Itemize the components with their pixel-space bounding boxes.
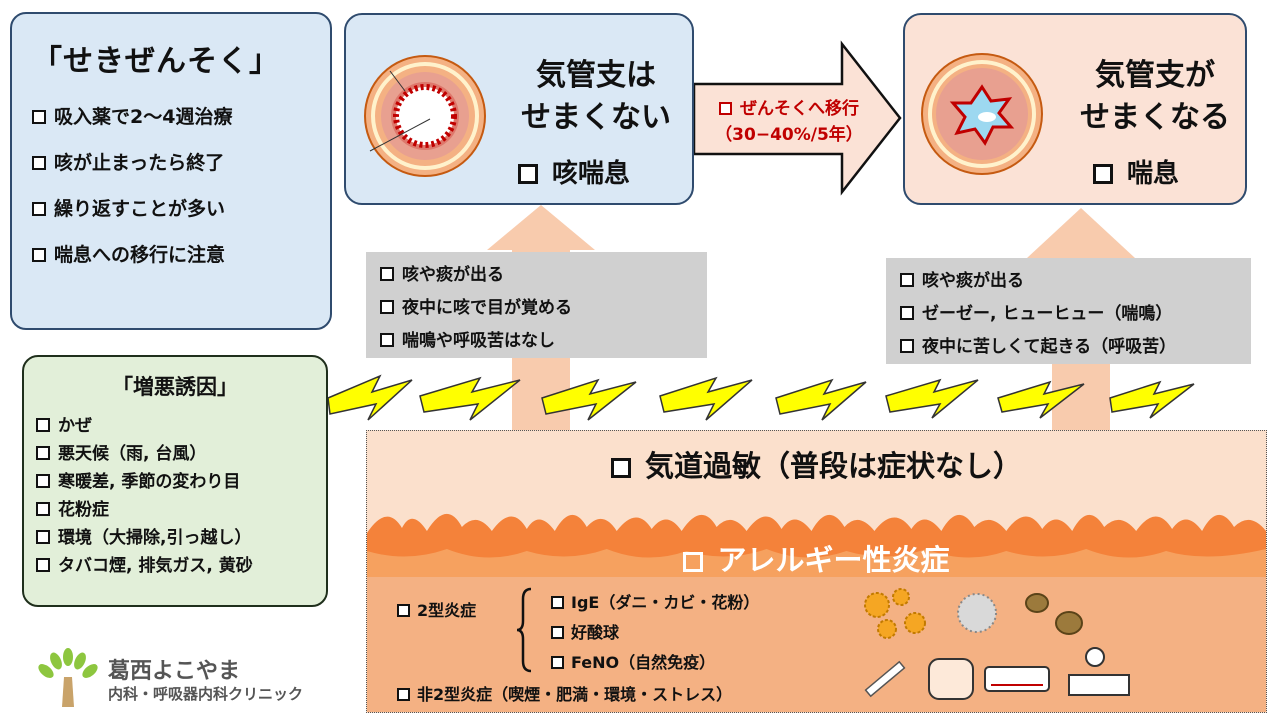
lightning-bolts	[327, 374, 1195, 421]
transition-arrow	[692, 40, 902, 196]
triggers-box: 「増悪誘因」 かぜ 悪天候（雨, 台風） 寒暖差, 季節の変わり目 花粉症 環境…	[22, 355, 328, 607]
non-type2-label: 非2型炎症（喫煙・肥満・環境・ストレス）	[397, 681, 732, 705]
checkbox-icon	[380, 300, 394, 314]
trigger-item: 悪天候（雨, 台風）	[36, 439, 326, 467]
checkbox-icon	[36, 558, 50, 572]
stage-label: 咳喘息	[518, 153, 630, 190]
cough-asthma-title: 「せきぜんそく」	[32, 44, 280, 79]
type2-item: 好酸球	[551, 619, 619, 643]
normal-bronchus-icon	[364, 55, 486, 177]
checkbox-icon	[32, 110, 46, 124]
stage-title: 気管支は せまくない	[521, 58, 671, 135]
pollen-icon	[864, 588, 926, 639]
stage-title: 気管支が せまくなる	[1080, 58, 1230, 135]
checkbox-icon	[610, 458, 631, 478]
checkbox-icon	[518, 164, 538, 184]
dust-mite-icon	[1025, 593, 1083, 635]
checkbox-icon	[900, 339, 914, 353]
info-item: 吸入薬で2～4週治療	[32, 102, 330, 148]
symptom-item: 咳や痰が出る	[900, 266, 1251, 299]
inflammation-types: 2型炎症 IgE（ダニ・カビ・花粉） 好酸球 FeNO（自然免疫） 非2型炎症（…	[367, 577, 1266, 712]
checkbox-icon	[683, 552, 704, 572]
type2-label: 2型炎症	[397, 597, 476, 621]
asthma-stage-box: 気管支が せまくなる 喘息	[903, 13, 1247, 205]
allergy-label: アレルギー性炎症	[367, 537, 1266, 579]
checkbox-icon	[1093, 164, 1113, 184]
symptom-item: ゼーゼー, ヒューヒュー（喘鳴）	[900, 299, 1251, 332]
stress-worker-icon	[1068, 647, 1130, 696]
checkbox-icon	[719, 102, 732, 115]
info-item: 咳が止まったら終了	[32, 148, 330, 194]
transition-label: ぜんそくへ移行 （30−40%/5年）	[715, 99, 863, 145]
clinic-name: 葛西よこやま	[108, 659, 241, 684]
clinic-subtitle: 内科・呼吸器内科クリニック	[108, 685, 304, 703]
checkbox-icon	[397, 604, 410, 617]
air-conditioner-icon	[984, 666, 1050, 692]
checkbox-icon	[36, 474, 50, 488]
checkbox-icon	[397, 688, 410, 701]
trigger-item: 環境（大掃除,引っ越し）	[36, 523, 326, 551]
checkbox-icon	[36, 530, 50, 544]
checkbox-icon	[36, 446, 50, 460]
checkbox-icon	[32, 202, 46, 216]
info-item: 喘息への移行に注意	[32, 240, 330, 286]
checkbox-icon	[551, 596, 564, 609]
info-item: 繰り返すことが多い	[32, 194, 330, 240]
checkbox-icon	[551, 626, 564, 639]
allergen-illustrations	[864, 588, 1130, 700]
trigger-item: かぜ	[36, 411, 326, 439]
curly-brace-icon	[516, 587, 532, 673]
symptom-item: 夜中に苦しくて起きる（呼吸苦）	[900, 332, 1251, 365]
symptom-item: 咳や痰が出る	[380, 260, 707, 293]
cough-asthma-info-box: 「せきぜんそく」 吸入薬で2～4週治療 咳が止まったら終了 繰り返すことが多い …	[10, 12, 332, 330]
triggers-title: 「増悪誘因」	[112, 375, 238, 399]
trigger-item: 花粉症	[36, 495, 326, 523]
airway-base-panel: 気道過敏（普段は症状なし） アレルギー性炎症 2型炎症 IgE（ダニ・カビ・花粉…	[366, 430, 1267, 713]
trigger-item: 寒暖差, 季節の変わり目	[36, 467, 326, 495]
checkbox-icon	[32, 156, 46, 170]
checkbox-icon	[380, 267, 394, 281]
obesity-icon	[928, 658, 974, 700]
mold-icon	[957, 593, 997, 633]
symptom-item: 喘鳴や呼吸苦はなし	[380, 326, 707, 359]
stage-label: 喘息	[1093, 153, 1179, 190]
cough-asthma-symptoms-box: 咳や痰が出る 夜中に咳で目が覚める 喘鳴や呼吸苦はなし	[366, 252, 707, 358]
type2-item: IgE（ダニ・カビ・花粉）	[551, 589, 759, 613]
checkbox-icon	[380, 333, 394, 347]
narrowed-bronchus-icon	[921, 53, 1043, 175]
checkbox-icon	[900, 306, 914, 320]
cigarette-icon	[864, 660, 906, 698]
checkbox-icon	[900, 273, 914, 287]
checkbox-icon	[36, 418, 50, 432]
cough-asthma-stage-box: 気管支は せまくない 咳喘息	[344, 13, 694, 205]
symptom-item: 夜中に咳で目が覚める	[380, 293, 707, 326]
tree-logo-icon	[38, 648, 98, 707]
trigger-item: タバコ煙, 排気ガス, 黄砂	[36, 551, 326, 579]
asthma-symptoms-box: 咳や痰が出る ゼーゼー, ヒューヒュー（喘鳴） 夜中に苦しくて起きる（呼吸苦）	[886, 258, 1251, 364]
checkbox-icon	[36, 502, 50, 516]
checkbox-icon	[551, 656, 564, 669]
hyperresponsiveness-label: 気道過敏（普段は症状なし）	[367, 443, 1266, 485]
clinic-logo: 葛西よこやま 内科・呼吸器内科クリニック	[36, 645, 336, 711]
checkbox-icon	[32, 248, 46, 262]
fire-decoration	[367, 513, 1266, 581]
type2-item: FeNO（自然免疫）	[551, 649, 715, 673]
